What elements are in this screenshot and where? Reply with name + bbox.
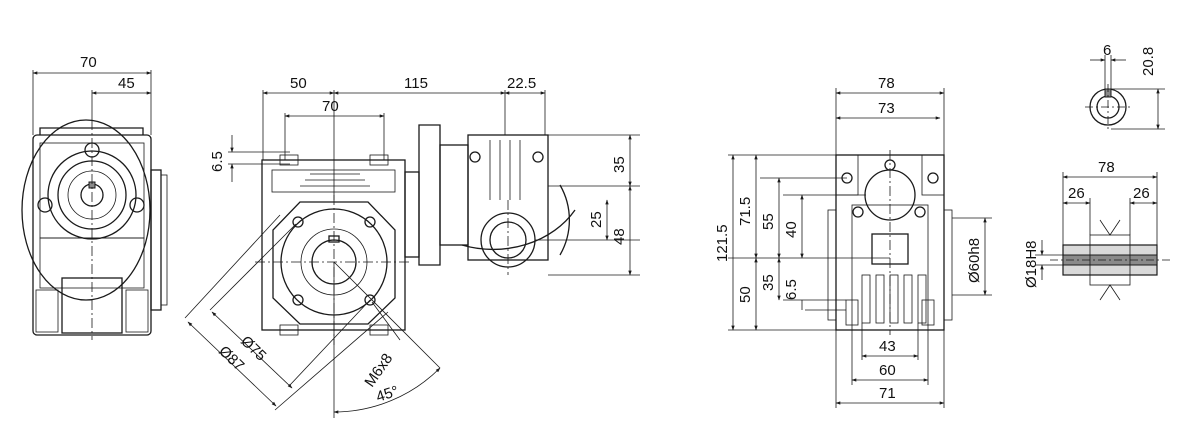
- front-adapter: [404, 171, 420, 258]
- front-input-bolt-l: [469, 151, 481, 163]
- front-cover-arc-right: [559, 184, 570, 256]
- front-dim-48: 48: [611, 228, 628, 245]
- front-bolt-tr: [364, 216, 376, 228]
- side-foot-left: [35, 289, 59, 333]
- side-foot-right: [125, 289, 149, 333]
- output-break-bot: [1099, 284, 1121, 301]
- side-view: 70 45: [21, 54, 168, 340]
- front-cover-arc: [461, 209, 576, 251]
- output-dim-d18h8: Ø18H8: [1023, 240, 1040, 288]
- right-fin: [903, 274, 913, 324]
- shaft-dim-20-8: 20.8: [1140, 47, 1157, 76]
- side-bolt-left: [37, 197, 53, 213]
- right-foot-right: [921, 299, 935, 326]
- right-bolt-mr: [914, 206, 926, 218]
- front-diag-ext-3: [289, 299, 371, 386]
- front-motor-flange: [418, 124, 441, 266]
- front-diag-ext-4: [274, 311, 389, 411]
- front-angle-arc: [333, 367, 441, 414]
- right-view: 78 73 121.5 71.5 55 40 50 35 6.5 Ø60h8: [714, 75, 992, 408]
- side-bolt-right: [129, 197, 145, 213]
- right-dim-73: 73: [878, 100, 895, 117]
- right-foot-left: [845, 299, 859, 326]
- front-lug-right: [369, 154, 389, 166]
- right-side-left: [827, 209, 837, 321]
- right-bolt-ml: [852, 206, 864, 218]
- output-shaft-view: 78 26 26 Ø18H8: [1023, 159, 1170, 301]
- front-lug-left: [279, 154, 299, 166]
- output-break-top: [1099, 219, 1121, 236]
- right-lug-right: [921, 154, 945, 196]
- right-fins: [861, 274, 927, 324]
- shaft-detail-view: 6 20.8: [1085, 42, 1165, 130]
- right-dim-71-5: 71.5: [737, 197, 754, 226]
- front-dim-50: 50: [290, 75, 307, 92]
- right-dim-55: 55: [760, 213, 777, 230]
- side-dim-45: 45: [118, 75, 135, 92]
- front-output-flange: [272, 201, 396, 325]
- right-side-right: [943, 209, 953, 321]
- side-dim-70: 70: [80, 54, 97, 71]
- front-input-bolt-r: [532, 151, 544, 163]
- front-m6-leader: [371, 301, 401, 341]
- right-fin: [861, 274, 871, 324]
- front-dim-45deg: 45°: [374, 383, 401, 406]
- right-dim-40: 40: [783, 221, 800, 238]
- right-bolt-tr: [927, 172, 939, 184]
- front-dim-line-d87: [187, 321, 277, 407]
- front-dim-25: 25: [588, 211, 605, 228]
- front-bolt-tl: [292, 216, 304, 228]
- right-dim-6-5: 6.5: [783, 279, 800, 300]
- front-view: 50 115 22.5 70 6.5 35 25 48 Ø75 Ø87 M6x8: [184, 75, 640, 418]
- right-dim-43: 43: [879, 338, 896, 355]
- front-dim-22-5: 22.5: [507, 75, 536, 92]
- front-coupling: [439, 144, 469, 246]
- output-dim-78: 78: [1098, 159, 1115, 176]
- side-flange-edge: [160, 174, 168, 306]
- right-dim-71: 71: [879, 385, 896, 402]
- right-dim-121-5: 121.5: [714, 224, 731, 262]
- side-lower-block: [39, 237, 145, 289]
- shaft-dim-6: 6: [1103, 42, 1111, 59]
- front-angle-line: [333, 261, 441, 369]
- side-top-lip: [39, 127, 144, 135]
- front-bolt-bl: [292, 294, 304, 306]
- right-dim-d60h8: Ø60h8: [966, 238, 983, 283]
- right-dim-60: 60: [879, 362, 896, 379]
- right-dim-35: 35: [760, 274, 777, 291]
- right-lug-left: [835, 154, 859, 196]
- front-top-band: [271, 169, 396, 193]
- front-dim-70: 70: [322, 98, 339, 115]
- output-dim-26-left: 26: [1068, 185, 1085, 202]
- side-flange-outline: [21, 119, 151, 301]
- right-fin: [889, 274, 899, 324]
- side-flange-plate: [150, 169, 162, 311]
- front-dim-115: 115: [404, 75, 428, 92]
- front-dim-35: 35: [611, 156, 628, 173]
- right-fin: [875, 274, 885, 324]
- front-dim-6-5: 6.5: [209, 151, 226, 172]
- front-bolt-br: [364, 294, 376, 306]
- output-dim-26-right: 26: [1133, 185, 1150, 202]
- right-dim-50: 50: [737, 286, 754, 303]
- right-dim-78: 78: [878, 75, 895, 92]
- front-diag-ext-2: [184, 214, 281, 319]
- front-foot-right: [369, 324, 389, 336]
- front-diag-ext-1: [209, 223, 297, 311]
